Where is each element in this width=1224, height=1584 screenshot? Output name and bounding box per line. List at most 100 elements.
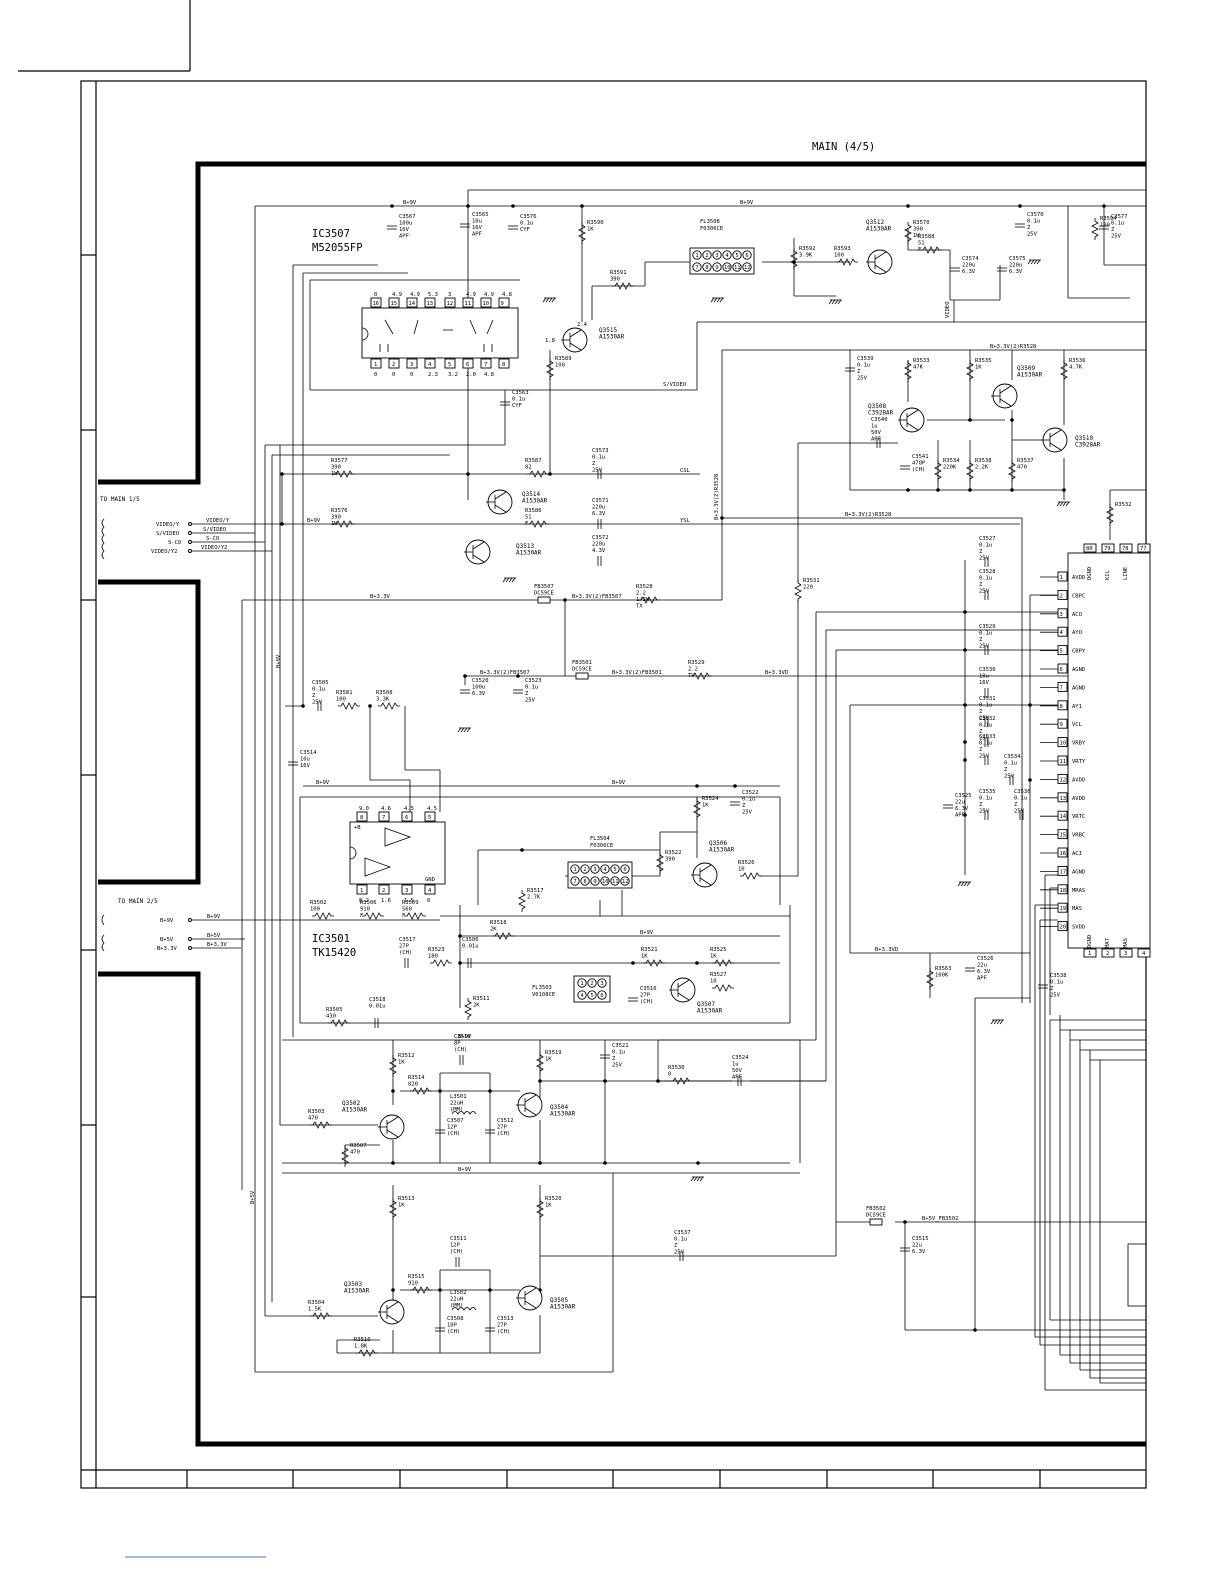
ic3501-plusb-label: +B [354,825,361,831]
resistor-label: 4.7K [1069,365,1083,371]
resistor-symbol [920,246,942,254]
net-label: B+3.3V(2)R3528 [990,344,1036,350]
ic-pin [1057,847,1068,858]
junction-dot [963,648,967,652]
pin-voltage: 4.9 [410,292,420,298]
net-label: B+9V [207,914,221,920]
transistor-label: A1530AR [697,1008,723,1015]
junction-dot [603,1161,607,1165]
capacitor-label: C3571 [592,498,609,504]
ic-pin [1057,755,1068,766]
filter-pin [732,262,742,272]
transistor-emitter [494,504,507,513]
pin-label: AGND [1072,667,1085,673]
filter-pin [600,876,610,886]
filter-part: F0306CE [590,843,613,849]
resistor-symbol [1008,460,1016,482]
ic-pin [462,358,474,369]
ic-pin [378,811,390,822]
junction-dot [458,934,462,938]
ic3501: IC3501 TK15420 +B GND 89.074.664.554.518… [312,806,446,959]
capacitor-label: C3563 [512,390,529,396]
capacitor-label: Z [857,369,861,375]
filter-part: V0108CE [532,992,555,998]
pin-label: AVDD [1072,796,1085,802]
capacitor-label: APF [399,234,409,240]
ground-hatch [828,299,833,305]
junction-dot [1062,488,1066,492]
capacitor-label: Z [612,1056,616,1062]
filter-pin [692,262,702,272]
resistor-symbol [966,360,974,382]
pin-label: AVDD [1072,575,1085,581]
pin-number: 9 [593,879,596,885]
resistor-label: 220K [943,465,957,471]
transistor-emitter [386,1129,399,1138]
ic-pin [406,358,418,369]
net-label: B+3.3V(2)R3528 [714,474,720,520]
capacitor-label: 25V [674,1250,685,1256]
capacitor-label: C3572 [592,535,609,541]
junction-dot [520,848,524,852]
resistor-label: TX [636,604,643,610]
capacitor-label: Z [979,582,983,588]
transistor-emitter [472,554,485,563]
resistor-label: 0 [668,1072,671,1078]
junction-dot [463,674,467,678]
capacitor-label: Z [742,803,746,809]
junction-dot [563,598,567,602]
ic-pin [1057,663,1068,674]
ground-hatch [716,297,721,303]
capacitor-label: Z [979,747,983,753]
pin-number: 6 [405,815,408,821]
transistor-emitter [524,1107,537,1116]
capacitor-label: 0.1u [979,543,992,549]
ic-pin [1057,571,1068,582]
pin-number: 6 [623,867,626,873]
ic-pin [388,358,400,369]
pin-number: 4 [725,253,729,259]
resistor-label: 910 [408,1281,418,1287]
net-label: B+3.3V(2)FB3507 [572,594,622,600]
resistor-label: R3590 [587,220,604,226]
pin-label: VRTC [1072,814,1085,820]
junction-dot [720,516,724,520]
transistor-label: Q3505 [550,1297,568,1304]
transistor-label: A1530AR [550,1304,576,1311]
pin-number: 5 [1060,649,1063,655]
capacitor-label: 12P [450,1243,461,1249]
resistor-label: R3534 [943,458,960,464]
transistor-emitter [906,422,919,431]
ic-pin [370,297,382,308]
resistor-label: R3506 [360,900,377,906]
capacitor-label: C3537 [674,1230,691,1236]
pin-number: 11 [465,301,472,307]
capacitor-label: 6.3V [977,969,991,975]
ground-hatch [548,297,553,303]
ground-hatch [1065,501,1070,507]
net-label: B+9V [307,518,321,524]
resistor-symbol [836,258,858,266]
capacitor-label: C3526 [977,956,994,962]
transistor-collector [524,1094,537,1103]
connector-pin-label: B+5V [160,937,174,943]
resistor-label: 2.2 [688,667,698,673]
pin-number: 8 [502,362,505,368]
transistor-collector [699,864,712,873]
